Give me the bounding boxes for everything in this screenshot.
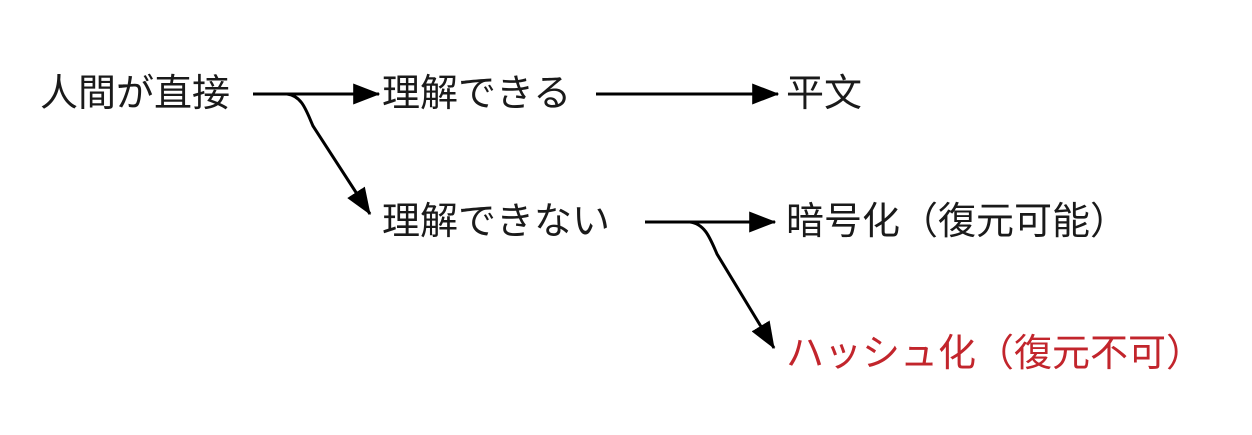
- node-hashing-irreversible: ハッシュ化（復元不可）: [786, 331, 1205, 375]
- node-plaintext: 平文: [786, 71, 863, 115]
- node-understandable: 理解できる: [382, 71, 572, 115]
- node-not-understandable: 理解できない: [382, 199, 611, 243]
- edge-unreadable-to-hashing: [689, 220, 776, 350]
- edge-root-to-unreadable: [286, 92, 372, 216]
- node-encryption-reversible: 暗号化（復元可能）: [786, 199, 1129, 243]
- node-human-direct: 人間が直接: [40, 71, 231, 115]
